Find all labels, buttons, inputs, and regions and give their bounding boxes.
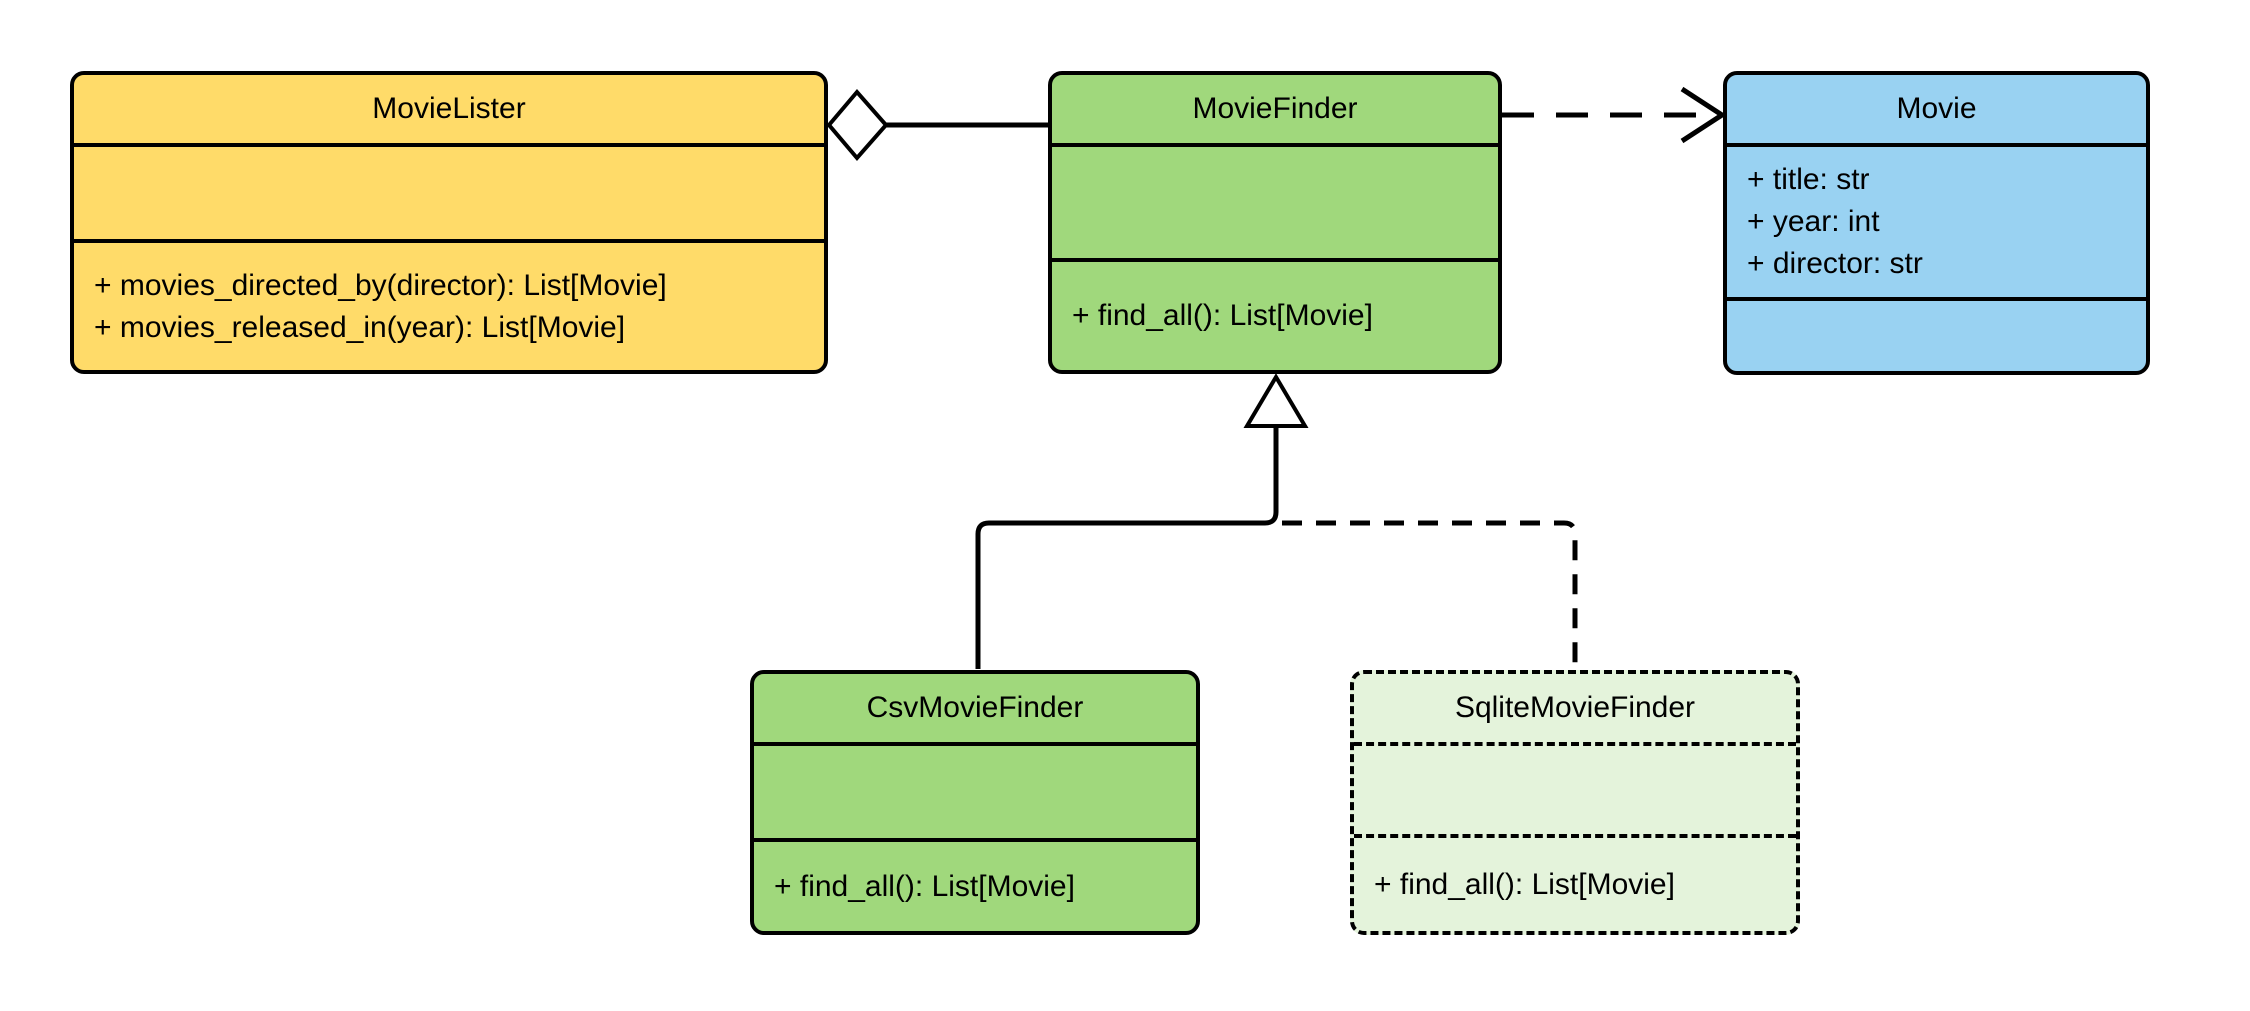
inheritance-dashed-path xyxy=(1282,520,1578,669)
methods-section: + find_all(): List[Movie] xyxy=(754,838,1196,931)
class-method: + movies_directed_by(director): List[Mov… xyxy=(94,268,667,302)
class-box-csv-movie-finder: CsvMovieFinder + find_all(): List[Movie] xyxy=(750,670,1200,935)
aggregation-diamond-icon xyxy=(826,88,889,162)
class-attribute: + director: str xyxy=(1747,247,1923,280)
dependency-open-arrowhead-icon xyxy=(1680,86,1727,144)
class-title: MovieLister xyxy=(372,92,526,125)
class-box-sqlite-movie-finder: SqliteMovieFinder + find_all(): List[Mov… xyxy=(1350,670,1800,935)
class-method: + find_all(): List[Movie] xyxy=(1072,299,1373,332)
class-box-movie: Movie + title: str + year: int + directo… xyxy=(1723,71,2150,375)
inheritance-triangle-icon xyxy=(1243,373,1309,428)
methods-section: + find_all(): List[Movie] xyxy=(1354,834,1796,931)
inheritance-solid-path xyxy=(975,426,1279,669)
class-attribute: + title: str xyxy=(1747,163,1870,196)
class-title: MovieFinder xyxy=(1192,92,1358,125)
class-method: + movies_released_in(year): List[Movie] xyxy=(94,310,626,344)
methods-section: + find_all(): List[Movie] xyxy=(1052,258,1498,370)
class-box-movie-lister: MovieLister + movies_directed_by(directo… xyxy=(70,71,828,374)
class-method: + find_all(): List[Movie] xyxy=(1374,867,1675,901)
class-title: SqliteMovieFinder xyxy=(1454,691,1696,724)
attributes-section xyxy=(1354,742,1796,834)
class-attribute: + year: int xyxy=(1747,205,1880,238)
class-title: CsvMovieFinder xyxy=(866,691,1084,724)
methods-section xyxy=(1727,297,2146,371)
methods-section: + movies_directed_by(director): List[Mov… xyxy=(74,239,824,370)
attributes-section xyxy=(1052,143,1498,258)
class-title: Movie xyxy=(1896,92,1977,125)
attributes-section: + title: str + year: int + director: str xyxy=(1727,143,2146,297)
attributes-section xyxy=(74,143,824,239)
class-box-movie-finder: MovieFinder + find_all(): List[Movie] xyxy=(1048,71,1502,374)
class-method: + find_all(): List[Movie] xyxy=(774,869,1075,903)
attributes-section xyxy=(754,742,1196,838)
